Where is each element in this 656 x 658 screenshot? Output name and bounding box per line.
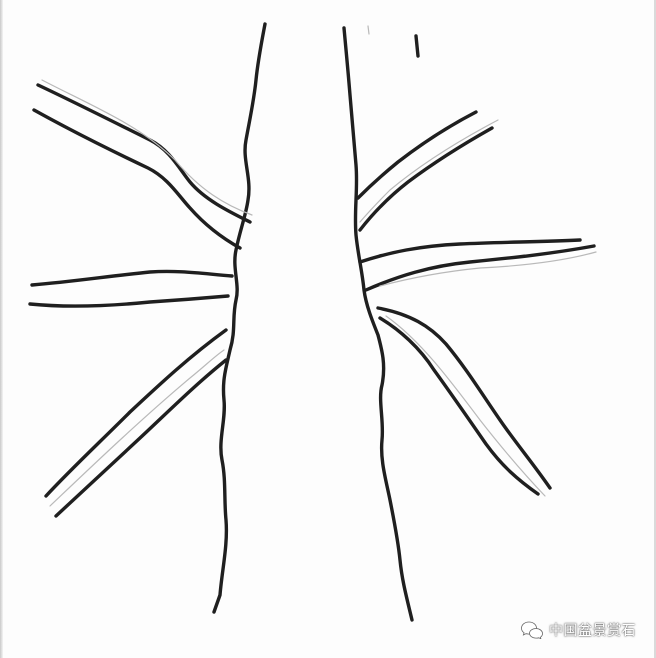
branch-right-lower-a [376,306,552,490]
branch-left-lower-a [44,328,228,498]
paper-left-edge [0,0,3,658]
watermark: 中国盆景赏石 [521,620,636,640]
wechat-icon [521,621,543,639]
branch-left-upper-ghost [41,79,253,216]
branch-right-middle-ghost [379,251,597,287]
branch-left-upper-a [36,83,252,224]
trunk-right-line [342,26,414,622]
branch-left-middle-b [28,294,230,308]
branch-left-middle-a [30,269,234,287]
branch-right-upper-b [358,126,494,232]
branch-left-lower-ghost [49,349,225,507]
watermark-text: 中国盆景赏石 [549,623,636,639]
branch-left-upper-b [32,108,242,250]
branch-right-upper-a [356,110,478,200]
paper-right-edge [654,0,656,658]
stray-mark-top-right [414,34,420,58]
branch-right-lower-ghost [385,315,546,497]
stray-mark-top-center [367,25,370,35]
branch-right-middle-a [358,238,582,264]
branch-right-middle-b [364,244,596,292]
branch-left-lower-b [54,358,228,518]
branch-right-upper-ghost [359,119,499,223]
trunk-left-line [212,22,267,614]
branch-right-lower-b [378,316,540,496]
